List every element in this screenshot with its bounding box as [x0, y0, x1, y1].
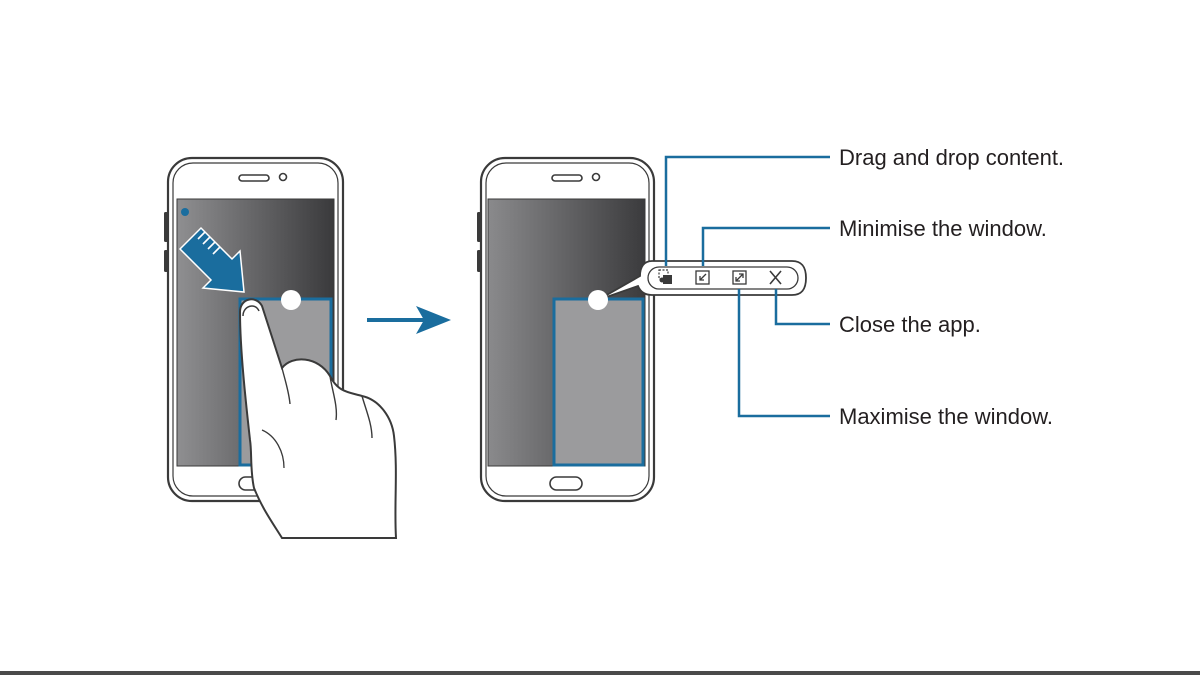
corner-touch-dot [181, 208, 189, 216]
callout-drag-drop: Drag and drop content. [839, 145, 1065, 170]
right-phone-home-button [549, 476, 583, 491]
leader-close [774, 289, 830, 326]
left-phone-speaker [238, 174, 270, 182]
transition-arrow [367, 306, 451, 334]
right-popup-window [552, 297, 645, 467]
callout-close: Close the app. [839, 312, 981, 337]
callout-maximise: Maximise the window. [839, 404, 1053, 429]
close-icon[interactable] [769, 270, 782, 285]
swipe-arrow [178, 226, 245, 293]
bottom-divider [0, 671, 1200, 675]
right-popup-handle [588, 290, 608, 310]
callout-minimise: Minimise the window. [839, 216, 1047, 241]
maximise-icon[interactable] [732, 270, 747, 285]
callout-lines [664, 155, 830, 418]
left-popup-handle [281, 290, 301, 310]
left-phone-camera [278, 172, 288, 182]
popup-control-bar [588, 260, 807, 310]
right-phone [477, 156, 656, 503]
minimise-icon[interactable] [695, 270, 710, 285]
leader-maximise [737, 289, 830, 418]
hand-icon [238, 298, 398, 539]
drag-drop-icon[interactable] [658, 269, 672, 284]
leader-minimise [701, 226, 830, 266]
leader-drag-drop [664, 155, 830, 266]
right-phone-camera [591, 172, 601, 182]
left-phone [164, 156, 398, 539]
right-phone-speaker [551, 174, 583, 182]
